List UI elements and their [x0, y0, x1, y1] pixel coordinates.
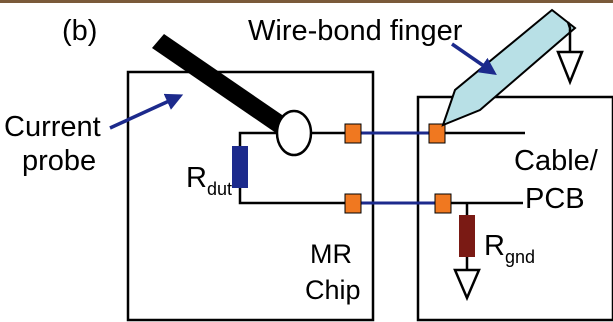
- top-border-bar: [0, 0, 613, 3]
- mr-chip-label-line1: MR: [310, 239, 352, 269]
- mr-chip-bottom-trace: [238, 180, 353, 205]
- r-gnd-label: Rgnd: [484, 230, 535, 267]
- cable-pcb-label-line2: PCB: [525, 183, 585, 215]
- r-dut-label: Rdut: [186, 162, 232, 199]
- wire-bond-finger: [441, 8, 577, 127]
- pad-chip-top: [344, 123, 362, 144]
- panel-label: (b): [62, 15, 97, 47]
- pad-pcb-bottom: [434, 193, 452, 214]
- current-probe-bar: [152, 34, 288, 133]
- mr-chip-label-line2: Chip: [305, 275, 361, 305]
- mr-chip-box: [126, 70, 375, 322]
- wire-bond-finger-label: Wire-bond finger: [248, 15, 463, 47]
- r-gnd-resistor: [459, 215, 475, 257]
- current-probe-arrow: [109, 93, 184, 130]
- pad-chip-bottom: [344, 193, 362, 214]
- current-probe-loop: [275, 109, 313, 157]
- cable-pcb-box: [416, 95, 613, 322]
- ground-symbol-top: [556, 50, 584, 86]
- wire-bond-finger-arrow: [451, 42, 497, 75]
- r-gnd-label-main: R: [484, 230, 505, 262]
- r-dut-resistor: [232, 146, 248, 188]
- ground-lead-top: [566, 21, 572, 52]
- ground-symbol-bottom: [453, 268, 481, 302]
- current-probe-label-line1: Current: [4, 111, 101, 143]
- r-dut-label-main: R: [186, 162, 207, 194]
- r-dut-label-sub: dut: [207, 179, 232, 199]
- cable-pcb-label-line1: Cable/: [514, 145, 599, 177]
- pad-pcb-top: [428, 123, 446, 144]
- r-gnd-label-sub: gnd: [505, 247, 535, 267]
- current-probe-label-line2: probe: [22, 145, 96, 177]
